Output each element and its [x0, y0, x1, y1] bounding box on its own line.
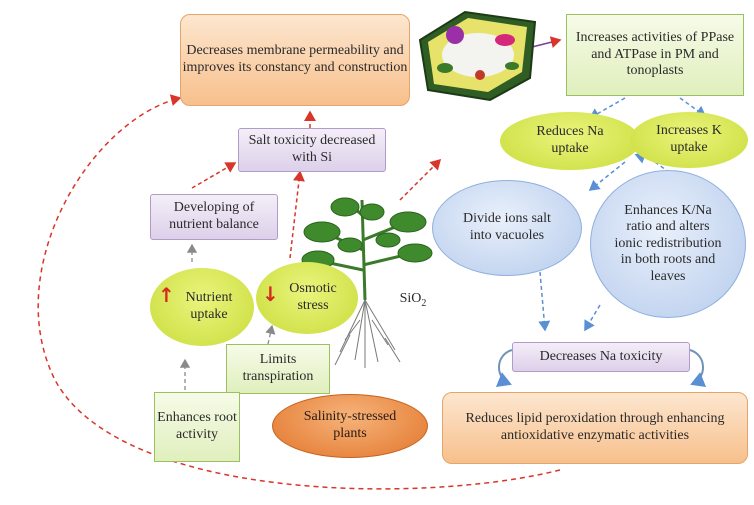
nutrient-balance-text: Developing of nutrient balance: [169, 200, 259, 232]
osmotic-stress-text: Osmotic stress: [289, 281, 337, 313]
nutrient-balance-box: Developing of nutrient balance: [150, 194, 278, 240]
down-arrow-icon: ↓: [262, 282, 279, 306]
membrane-box: Decreases membrane permeability and impr…: [180, 14, 410, 106]
limits-transpiration-box: Limits transpiration: [226, 344, 330, 394]
enhances-root-box: Enhances root activity: [154, 392, 240, 462]
ppase-text: Increases activities of PPase and ATPase…: [575, 30, 735, 79]
ppase-box: Increases activities of PPase and ATPase…: [566, 14, 744, 96]
lipid-text: Reduces lipid peroxidation through enhan…: [465, 411, 725, 443]
increases-k-node: Increases K uptake: [630, 112, 748, 168]
up-arrow-icon: ↑: [158, 283, 175, 307]
membrane-text: Decreases membrane permeability and impr…: [182, 43, 408, 75]
lipid-box: Reduces lipid peroxidation through enhan…: [442, 392, 748, 464]
enhances-ratio-node: Enhances K/Na ratio and alters ionic red…: [590, 170, 746, 318]
reduces-na-node: Reduces Na uptake: [500, 112, 640, 170]
enhances-ratio-text: Enhances K/Na ratio and alters ionic red…: [614, 202, 722, 284]
sio2-label: SiO2: [388, 290, 438, 310]
sio2-text: SiO2: [399, 290, 427, 309]
salt-toxicity-box: Salt toxicity decreased with Si: [238, 128, 386, 172]
divide-ions-text: Divide ions salt into vacuoles: [463, 211, 551, 243]
osmotic-stress-node: Osmotic stress: [256, 262, 358, 334]
limits-transpiration-text: Limits transpiration: [242, 352, 314, 384]
enhances-root-text: Enhances root activity: [157, 410, 237, 442]
increases-k-text: Increases K uptake: [656, 123, 722, 155]
na-toxicity-box: Decreases Na toxicity: [512, 342, 690, 372]
na-toxicity-text: Decreases Na toxicity: [539, 348, 663, 364]
salinity-node: Salinity-stressed plants: [272, 394, 428, 458]
nutrient-uptake-node: Nutrient uptake: [150, 268, 254, 346]
salt-toxicity-text: Salt toxicity decreased with Si: [248, 133, 376, 165]
nutrient-uptake-text: Nutrient uptake: [185, 290, 233, 322]
divide-ions-node: Divide ions salt into vacuoles: [432, 180, 582, 276]
salinity-text: Salinity-stressed plants: [303, 409, 397, 441]
reduces-na-text: Reduces Na uptake: [536, 124, 604, 156]
loop-arrow: [37, 94, 561, 490]
